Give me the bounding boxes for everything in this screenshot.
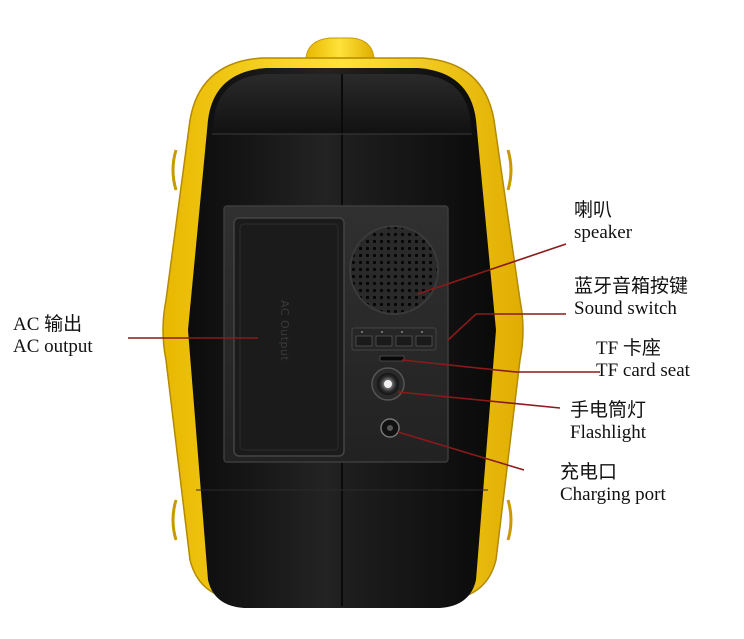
ac-output-cover — [233, 217, 345, 457]
callout-speaker-cn: 喇叭 — [574, 200, 613, 221]
callout-ac-output-en: AC output — [13, 336, 93, 357]
callout-speaker-en: speaker — [574, 222, 633, 243]
callout-tf-card-seat-en: TF card seat — [596, 360, 690, 381]
leader-charging — [397, 431, 525, 471]
callout-charging-port-cn: 充电口 — [560, 462, 618, 483]
leader-speaker — [417, 243, 567, 295]
callout-speaker: 喇叭 speaker — [574, 200, 632, 244]
callout-sound-switch: 蓝牙音箱按键 Sound switch — [574, 276, 688, 320]
callout-charging-port: 充电口 Charging port — [560, 462, 666, 506]
callout-tf-card-seat-cn: TF 卡座 — [596, 338, 661, 359]
callout-sound-switch-cn: 蓝牙音箱按键 — [574, 276, 689, 297]
speaker-grille — [349, 225, 439, 315]
callout-flashlight-en: Flashlight — [570, 422, 647, 443]
callout-ac-output-cn: AC 输出 — [13, 314, 83, 335]
leader-tf-card — [401, 359, 600, 373]
callout-sound-switch-en: Sound switch — [574, 298, 677, 319]
callout-tf-card-seat: TF 卡座 TF card seat — [596, 338, 690, 382]
tf-card-slot — [379, 355, 405, 362]
ac-output-panel-text: AC Output — [278, 300, 291, 361]
leader-lines — [128, 243, 600, 471]
charging-port — [380, 418, 400, 438]
leader-flashlight — [397, 391, 561, 409]
callout-charging-port-en: Charging port — [560, 484, 666, 505]
flashlight-lens — [371, 367, 405, 401]
callout-ac-output: AC 输出 AC output — [13, 314, 93, 358]
callout-flashlight: 手电筒灯 Flashlight — [570, 400, 646, 444]
leader-sound-switch — [447, 313, 566, 341]
callout-flashlight-cn: 手电筒灯 — [570, 400, 647, 421]
sound-switch-buttons — [351, 327, 437, 351]
